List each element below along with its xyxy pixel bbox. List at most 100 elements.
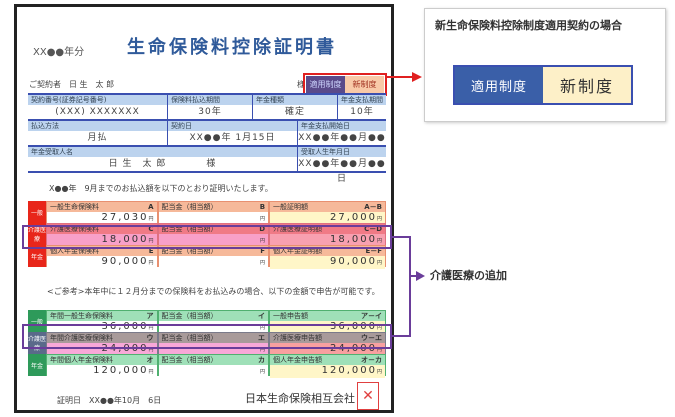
amount-number: 120,000	[93, 365, 149, 376]
yen-unit: 円	[148, 260, 154, 266]
amount-value: 90,000円	[47, 256, 157, 269]
amount-header: 配当金（相当額）D	[158, 224, 269, 234]
amount-header: 配当金（相当額） カ	[158, 355, 269, 365]
yen-unit: 円	[148, 216, 154, 222]
callout-title: 新生命保険料控除制度適用契約の場合	[435, 19, 622, 32]
amount-key: C	[148, 225, 154, 233]
amount-number: 120,000	[321, 365, 377, 376]
amount-label: 個人年金申告額	[273, 356, 323, 364]
care-highlight-2	[22, 324, 392, 349]
reference-text: <ご参考>本年中に１２月分までの保険料をお払込みの場合、以下の金額で申告が可能で…	[47, 287, 380, 296]
amount-header: 配当金（相当額）エ	[158, 333, 269, 343]
info-value: 確定	[284, 107, 305, 117]
info-cell: 年金受取人名日 生 太 郎 様	[28, 147, 298, 171]
amount-value: 120,000円	[47, 365, 157, 378]
amount-value: 18,000円	[270, 234, 386, 247]
amount-key: A－B	[364, 203, 383, 211]
amount-label: 配当金（相当額）	[161, 334, 218, 342]
amount-label: 個人年金保険料	[50, 247, 99, 255]
amount-label: 個人年金証明額	[273, 247, 323, 255]
yen-unit: 円	[260, 369, 266, 375]
amount-label: 配当金（相当額）	[161, 356, 218, 364]
amount-header: 年間一般生命保険料ア	[47, 311, 157, 321]
row-category: 年金	[28, 245, 46, 267]
amount-value: 27,000円	[270, 212, 386, 225]
info-value: 30年	[198, 107, 222, 117]
amount-key: F	[260, 247, 266, 255]
info-cell: 契約番号(証券記号番号)(XXX) XXXXXXX	[28, 95, 168, 119]
amount-header: 一般申告額ア－イ	[270, 311, 386, 321]
amount-number: 18,000	[330, 234, 377, 245]
amount-key: オ－カ	[361, 356, 383, 364]
amount-cell: 配当金（相当額）エ円	[157, 332, 270, 356]
callout-system-value: 新制度	[543, 67, 631, 103]
amount-key: A	[148, 203, 154, 211]
holder-name: ご契約者 日 生 太 郎	[29, 80, 115, 89]
amount-key: E	[148, 247, 154, 255]
amount-value: 27,030円	[47, 212, 157, 225]
system-value: 新制度	[345, 76, 384, 93]
amount-label: 配当金（相当額）	[161, 247, 218, 255]
document-title: 生命保険料控除証明書	[127, 37, 337, 58]
amount-key: ウ－エ	[361, 334, 383, 342]
row-category: 年金	[28, 354, 46, 376]
deduction-certificate: XX●●年分 生命保険料控除証明書 ご契約者 日 生 太 郎様 適用制度新制度 …	[14, 4, 394, 413]
yen-unit: 円	[260, 347, 266, 353]
info-header: 年金支払期間	[338, 95, 386, 105]
info-header: 払込方法	[28, 121, 167, 131]
amount-label: 年間個人年金保険料	[50, 356, 113, 364]
yen-unit: 円	[377, 347, 383, 353]
info-value: 月払	[87, 133, 108, 143]
yen-unit: 円	[260, 260, 266, 266]
amount-number: 27,030	[101, 212, 149, 223]
info-header: 保険料払込期間	[168, 95, 252, 105]
info-cell: 年金支払期間 10年	[338, 95, 386, 119]
info-header: 契約番号(証券記号番号)	[28, 95, 167, 105]
amount-header: 配当金（相当額）イ	[158, 311, 269, 321]
amount-value: 90,000円	[270, 256, 386, 269]
amount-key: ア	[146, 312, 154, 320]
amount-value: 18,000円	[47, 234, 157, 247]
info-value: 日 生 太 郎 様	[108, 159, 217, 169]
company-name: 日本生命保険相互会社	[245, 392, 355, 405]
amount-label: 介護医療申告額	[273, 334, 323, 342]
info-header: 年金受取人名	[28, 147, 297, 157]
amount-label: 配当金（相当額）	[161, 203, 218, 211]
info-value: 10年	[350, 107, 374, 117]
yen-unit: 円	[377, 260, 383, 266]
amount-key: カ	[258, 356, 266, 364]
care-highlight-1	[22, 225, 392, 249]
amount-label: 年間介護医療保険料	[50, 334, 113, 342]
amount-number: 36,000	[330, 321, 377, 332]
amount-value: 円	[158, 212, 269, 225]
callout-system-label: 適用制度	[455, 67, 543, 103]
info-header: 年金種類	[253, 95, 337, 105]
amount-number: 90,000	[101, 256, 149, 267]
amount-header: 配当金（相当額）B	[158, 202, 269, 212]
row-category: 介護医療	[28, 223, 46, 245]
row-category: 一般	[28, 201, 46, 223]
amount-label: 配当金（相当額）	[161, 225, 218, 233]
amount-key: イ	[258, 312, 266, 320]
yen-unit: 円	[148, 347, 154, 353]
amount-number: 36,000	[101, 321, 149, 332]
issue-date: 証明日 XX●●年10月 6日	[57, 396, 162, 405]
info-value: XX●●年●●月●●日	[298, 159, 386, 184]
amount-number: 18,000	[101, 234, 149, 245]
